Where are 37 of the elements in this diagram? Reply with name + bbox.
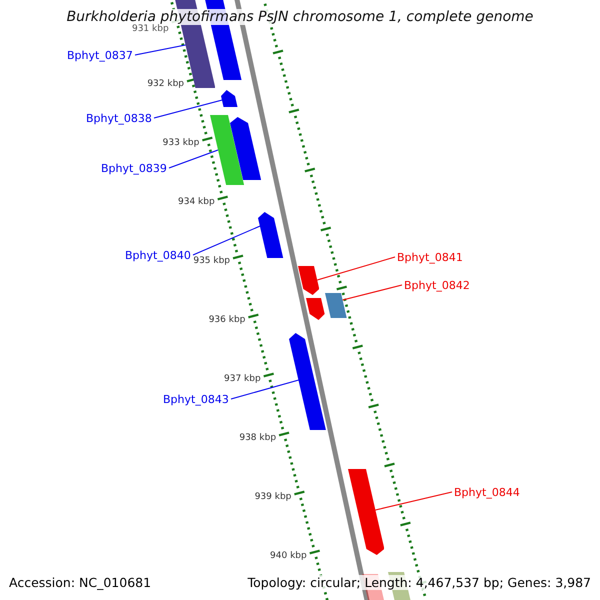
gene-label: Bphyt_0838 (86, 112, 152, 124)
scale-label: 931 kbp (132, 24, 169, 35)
scale-label: 936 kbp (208, 315, 246, 326)
gene-block (230, 117, 262, 180)
leader-line (192, 226, 261, 256)
leader-line (342, 284, 402, 300)
info-text: Topology: circular; Length: 4,467,537 bp; Genes: 3,987 (248, 575, 591, 590)
leader-line (154, 100, 223, 118)
scale-label: 933 kbp (162, 138, 200, 149)
gene-block (221, 90, 238, 107)
scale-label: 938 kbp (239, 433, 276, 444)
scale-label: 935 kbp (193, 256, 230, 267)
gene-label: Bphyt_0842 (404, 278, 470, 292)
gene-block (348, 469, 384, 555)
gene-label: Bphyt_0837 (67, 48, 133, 62)
scale-label: 937 kbp (224, 374, 261, 385)
leader-line (316, 256, 396, 280)
leader-line (230, 380, 300, 400)
leader-line (374, 492, 452, 510)
gene-label: Bphyt_0840 (125, 248, 191, 262)
gene-block (298, 266, 320, 295)
leader-line (168, 150, 219, 168)
gene-label: Bphyt_0843 (163, 392, 229, 406)
scale-label: 932 kbp (147, 79, 184, 90)
gene-label: Bphyt_0841 (397, 250, 463, 264)
gene-label: Bphyt_0839 (101, 162, 167, 174)
scale-label: 934 kbp (178, 197, 215, 208)
leader-line (134, 44, 186, 56)
gene-label: Bphyt_0844 (454, 486, 520, 498)
gene-block (306, 298, 325, 320)
scale-label: 940 kbp (270, 551, 307, 562)
gene-block (325, 293, 347, 318)
gene-block (289, 333, 326, 430)
scale-label: 939 kbp (254, 492, 292, 503)
gene-block (258, 212, 284, 258)
gene-block (210, 115, 244, 185)
info-text: Accession: NC_010681 (9, 575, 152, 590)
